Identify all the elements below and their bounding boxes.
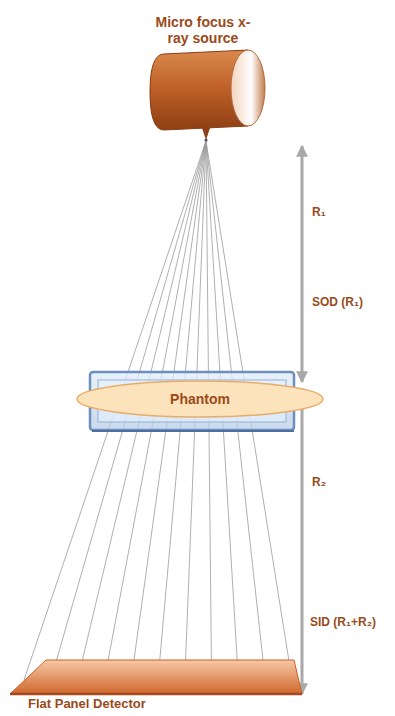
node-label: Micro focus x-ray source xyxy=(147,14,259,46)
phantom-ellipse: Phantom xyxy=(76,380,324,418)
distance-label: R₂ xyxy=(312,475,326,489)
node-label: Flat Panel Detector xyxy=(28,697,258,712)
distance-label: SOD (R₁) xyxy=(312,295,363,309)
distance-label: SID (R₁+R₂) xyxy=(310,615,376,629)
xray-source: Micro focus x-ray source xyxy=(142,48,272,140)
node-label: Phantom xyxy=(76,391,324,407)
detector-panel-outline xyxy=(8,658,304,696)
distance-arrows xyxy=(302,146,303,694)
distance-label: R₁ xyxy=(312,205,326,219)
detector-panel: Flat Panel Detector xyxy=(8,658,304,696)
xray-source-outline xyxy=(142,48,272,140)
